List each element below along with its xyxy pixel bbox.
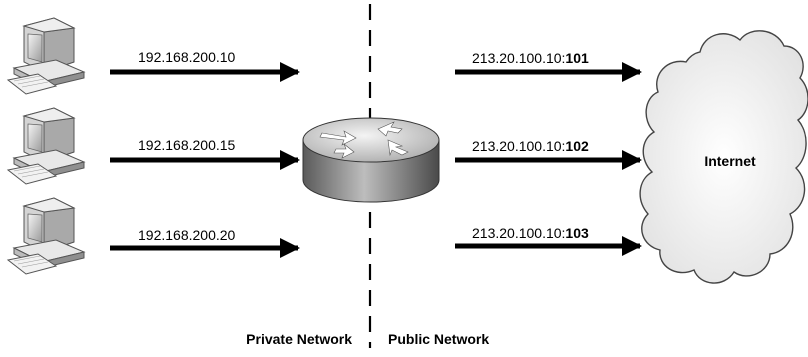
host-1-ip: 192.168.200.10 [138, 49, 236, 65]
computer-icon-3 [7, 197, 85, 275]
host-3-ip: 192.168.200.20 [138, 227, 236, 243]
translation-3-label: 213.20.100.10:103 [472, 225, 589, 241]
private-network-label: Private Network [246, 331, 352, 347]
computer-icon-1 [7, 17, 85, 95]
internet-cloud: Internet [639, 30, 808, 284]
host-2-ip: 192.168.200.15 [138, 137, 236, 153]
translation-2-label: 213.20.100.10:102 [472, 138, 589, 154]
public-network-label: Public Network [388, 331, 489, 347]
internet-label: Internet [704, 153, 756, 169]
computer-icon-2 [7, 107, 85, 185]
translation-1-label: 213.20.100.10:101 [472, 50, 589, 66]
router-icon [302, 117, 440, 203]
